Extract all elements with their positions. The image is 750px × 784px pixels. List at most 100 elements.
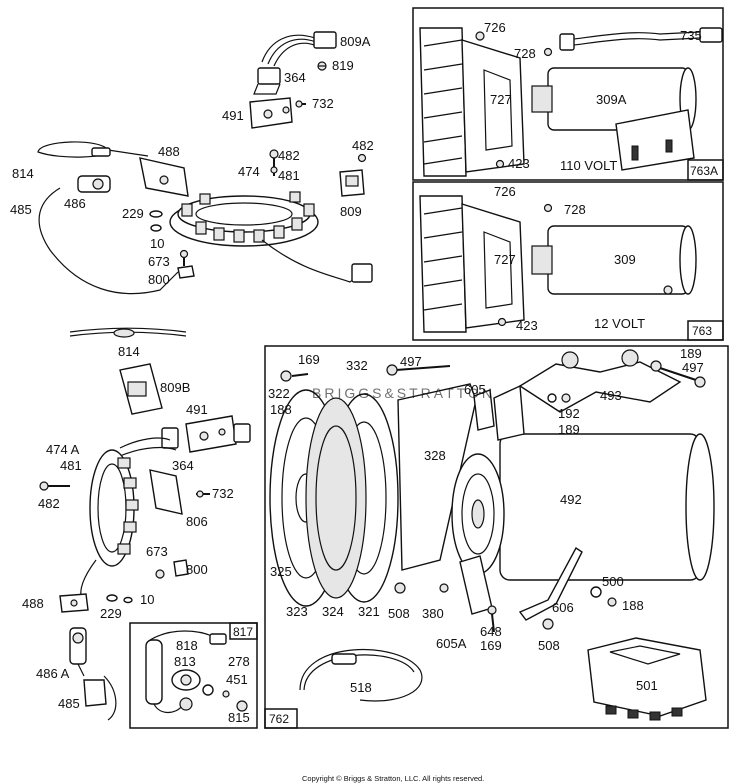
label-735: 735	[680, 28, 702, 43]
bracket-488-top	[139, 157, 189, 197]
screw-673-800-mid	[155, 559, 189, 579]
label-492: 492	[560, 492, 582, 507]
wire-814-mid	[69, 327, 187, 338]
label-169b: 169	[480, 638, 502, 653]
label-488: 488	[158, 144, 180, 159]
label-814-mid: 814	[118, 344, 140, 359]
label-423b: 423	[516, 318, 538, 333]
label-817: 817	[233, 625, 253, 639]
bolt-332-497-top	[386, 364, 451, 376]
screen-324	[305, 397, 367, 599]
label-192: 192	[558, 406, 580, 421]
bolts-189-497	[650, 360, 706, 388]
label-474A: 474 A	[46, 442, 80, 457]
washers-229-10	[149, 210, 163, 232]
label-309A: 309A	[596, 92, 627, 107]
bracket-493	[518, 349, 682, 413]
label-813: 813	[174, 654, 196, 669]
washers-500-188	[590, 586, 617, 607]
labels: 809A 819 364 732 491 488 814 486 485 474…	[10, 20, 718, 726]
label-501: 501	[636, 678, 658, 693]
label-491-mid: 491	[186, 402, 208, 417]
label-605: 605	[464, 382, 486, 397]
label-364: 364	[284, 70, 306, 85]
label-728b: 728	[564, 202, 586, 217]
bracket-809B	[119, 363, 163, 415]
label-229-mid: 229	[100, 606, 122, 621]
label-110-volt: 110 VOLT	[560, 158, 617, 173]
label-606: 606	[552, 600, 574, 615]
starter-12v	[419, 195, 697, 333]
label-482: 482	[278, 148, 300, 163]
label-169: 169	[298, 352, 320, 367]
label-364-mid: 364	[172, 458, 194, 473]
label-309: 309	[614, 252, 636, 267]
label-518: 518	[350, 680, 372, 695]
box-762-tag	[264, 708, 298, 729]
screws-169-322	[280, 370, 309, 382]
label-380: 380	[422, 606, 444, 621]
connector-809	[339, 169, 365, 197]
label-806: 806	[186, 514, 208, 529]
kit-817	[145, 630, 248, 714]
label-727: 727	[490, 92, 512, 107]
washers-229-10-mid	[106, 594, 133, 604]
label-809B: 809B	[160, 380, 190, 395]
copyright-notice: Copyright © Briggs & Stratton, LLC. All …	[302, 774, 484, 783]
label-819: 819	[332, 58, 354, 73]
label-423: 423	[508, 156, 530, 171]
label-673: 673	[148, 254, 170, 269]
stator-474-lead	[261, 239, 359, 283]
box-763A-tag	[687, 159, 724, 181]
label-188b: 188	[622, 598, 644, 613]
terminal-364-top	[253, 67, 281, 95]
brace-605	[473, 389, 495, 431]
label-481: 481	[278, 168, 300, 183]
box-762	[264, 345, 729, 729]
label-488-mid: 488	[22, 596, 44, 611]
plate-491-mid	[185, 415, 237, 453]
label-763A: 763A	[690, 164, 718, 178]
label-322: 322	[268, 386, 290, 401]
label-229: 229	[122, 206, 144, 221]
label-493: 493	[600, 388, 622, 403]
label-814: 814	[12, 166, 34, 181]
label-809A: 809A	[340, 34, 371, 49]
label-189b: 189	[558, 422, 580, 437]
bracket-491-top	[249, 97, 293, 129]
screw-482-right	[357, 153, 367, 163]
label-482-mid: 482	[38, 496, 60, 511]
regulator-501	[587, 637, 707, 721]
label-815: 815	[228, 710, 250, 725]
label-325: 325	[270, 564, 292, 579]
label-324: 324	[322, 604, 344, 619]
box-763A	[412, 7, 724, 181]
label-278: 278	[228, 654, 250, 669]
label-809: 809	[340, 204, 362, 219]
label-763: 763	[692, 324, 712, 338]
label-486: 486	[64, 196, 86, 211]
label-732: 732	[312, 96, 334, 111]
part-806	[149, 469, 183, 515]
label-726b: 726	[494, 184, 516, 199]
generator-492	[451, 384, 715, 581]
label-486A: 486 A	[36, 666, 70, 681]
label-497: 497	[400, 354, 422, 369]
label-508: 508	[388, 606, 410, 621]
label-10-mid: 10	[140, 592, 154, 607]
screw-732-top	[295, 100, 306, 108]
harness-518	[299, 648, 423, 702]
label-485-mid: 485	[58, 696, 80, 711]
screw-673-800	[177, 249, 195, 279]
label-605A: 605A	[436, 636, 467, 651]
screws-481-482	[269, 149, 279, 176]
label-189: 189	[680, 346, 702, 361]
stator-474A	[80, 449, 139, 601]
label-323: 323	[286, 604, 308, 619]
label-818: 818	[176, 638, 198, 653]
plug-486-485-top	[38, 175, 179, 295]
label-648: 648	[480, 624, 502, 639]
label-328: 328	[424, 448, 446, 463]
bracket-488-mid	[59, 593, 89, 613]
